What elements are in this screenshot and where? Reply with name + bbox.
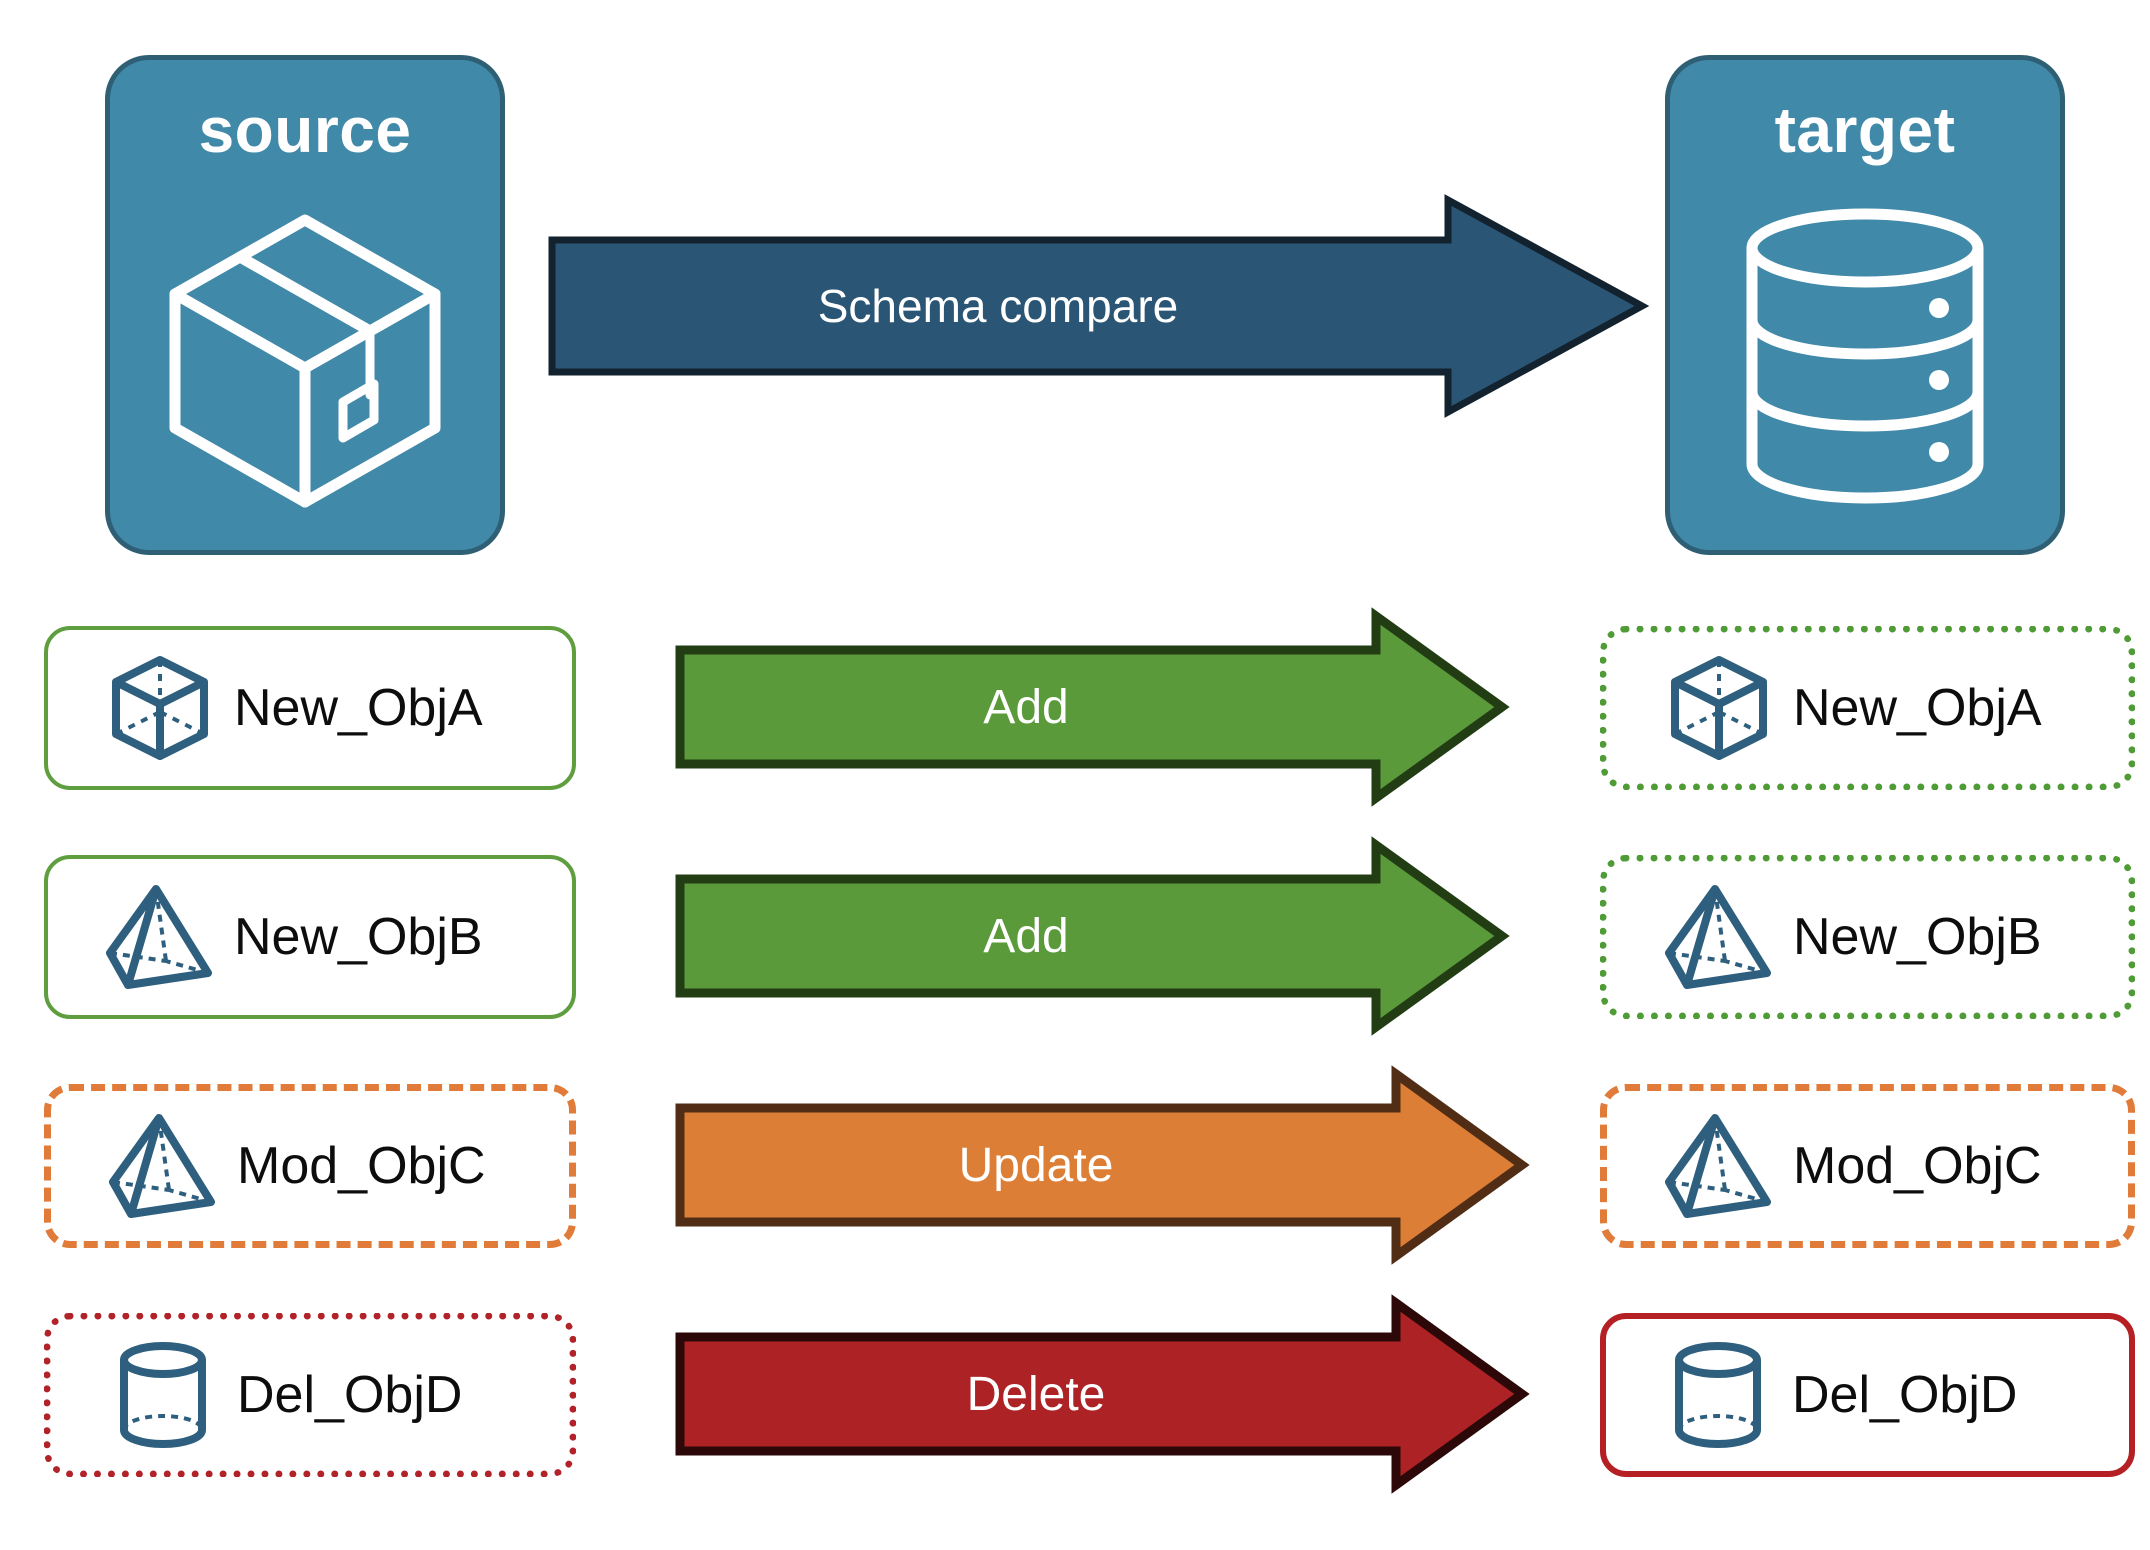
target-object-box[interactable]: New_ObjB <box>1600 855 2135 1019</box>
source-object-label: New_ObjB <box>234 908 483 966</box>
target-object-label: Mod_ObjC <box>1793 1137 2042 1195</box>
action-arrow-label: Update <box>958 1138 1114 1192</box>
action-arrow-add: Add <box>675 607 1510 807</box>
endpoint-card-target: target <box>1665 55 2065 555</box>
cylinder-wireframe-icon <box>103 1340 223 1450</box>
action-arrow-label: Add <box>983 909 1069 963</box>
schema-compare-arrow-label: Schema compare <box>817 280 1179 332</box>
action-arrow-add: Add <box>675 836 1510 1036</box>
endpoint-title-target: target <box>1774 94 1956 166</box>
source-object-label: Mod_ObjC <box>237 1137 486 1195</box>
target-object-label: New_ObjA <box>1793 679 2042 737</box>
package-box-icon <box>110 162 500 550</box>
target-object-box[interactable]: New_ObjA <box>1600 626 2135 790</box>
database-cylinder-icon <box>1670 162 2060 550</box>
endpoint-title-source: source <box>198 94 412 166</box>
source-object-label: New_ObjA <box>234 679 483 737</box>
source-object-box[interactable]: New_ObjA <box>44 626 576 790</box>
object-row: Mod_ObjC Update <box>0 1065 2150 1265</box>
action-arrow-update: Update <box>675 1065 1530 1265</box>
cube-wireframe-icon <box>100 653 220 763</box>
object-row: New_ObjA Add <box>0 607 2150 807</box>
pyramid-wireframe-icon <box>103 1111 223 1221</box>
cylinder-wireframe-icon <box>1658 1340 1778 1450</box>
pyramid-wireframe-icon <box>1659 1111 1779 1221</box>
source-object-label: Del_ObjD <box>237 1366 463 1424</box>
schema-compare-arrow: Schema compare <box>548 194 1650 418</box>
object-row: Del_ObjD Delete Del_ObjD <box>0 1294 2150 1494</box>
endpoint-card-source: source <box>105 55 505 555</box>
action-arrow-label: Add <box>983 680 1069 734</box>
source-object-box[interactable]: New_ObjB <box>44 855 576 1019</box>
target-object-label: New_ObjB <box>1793 908 2042 966</box>
source-object-box[interactable]: Del_ObjD <box>44 1313 576 1477</box>
source-object-box[interactable]: Mod_ObjC <box>44 1084 576 1248</box>
target-object-box[interactable]: Mod_ObjC <box>1600 1084 2135 1248</box>
action-arrow-delete: Delete <box>675 1294 1530 1494</box>
object-row: New_ObjB Add <box>0 836 2150 1036</box>
cube-wireframe-icon <box>1659 653 1779 763</box>
action-arrow-label: Delete <box>966 1367 1106 1421</box>
target-object-label: Del_ObjD <box>1792 1366 2018 1424</box>
pyramid-wireframe-icon <box>100 882 220 992</box>
target-object-box[interactable]: Del_ObjD <box>1600 1313 2135 1477</box>
pyramid-wireframe-icon <box>1659 882 1779 992</box>
